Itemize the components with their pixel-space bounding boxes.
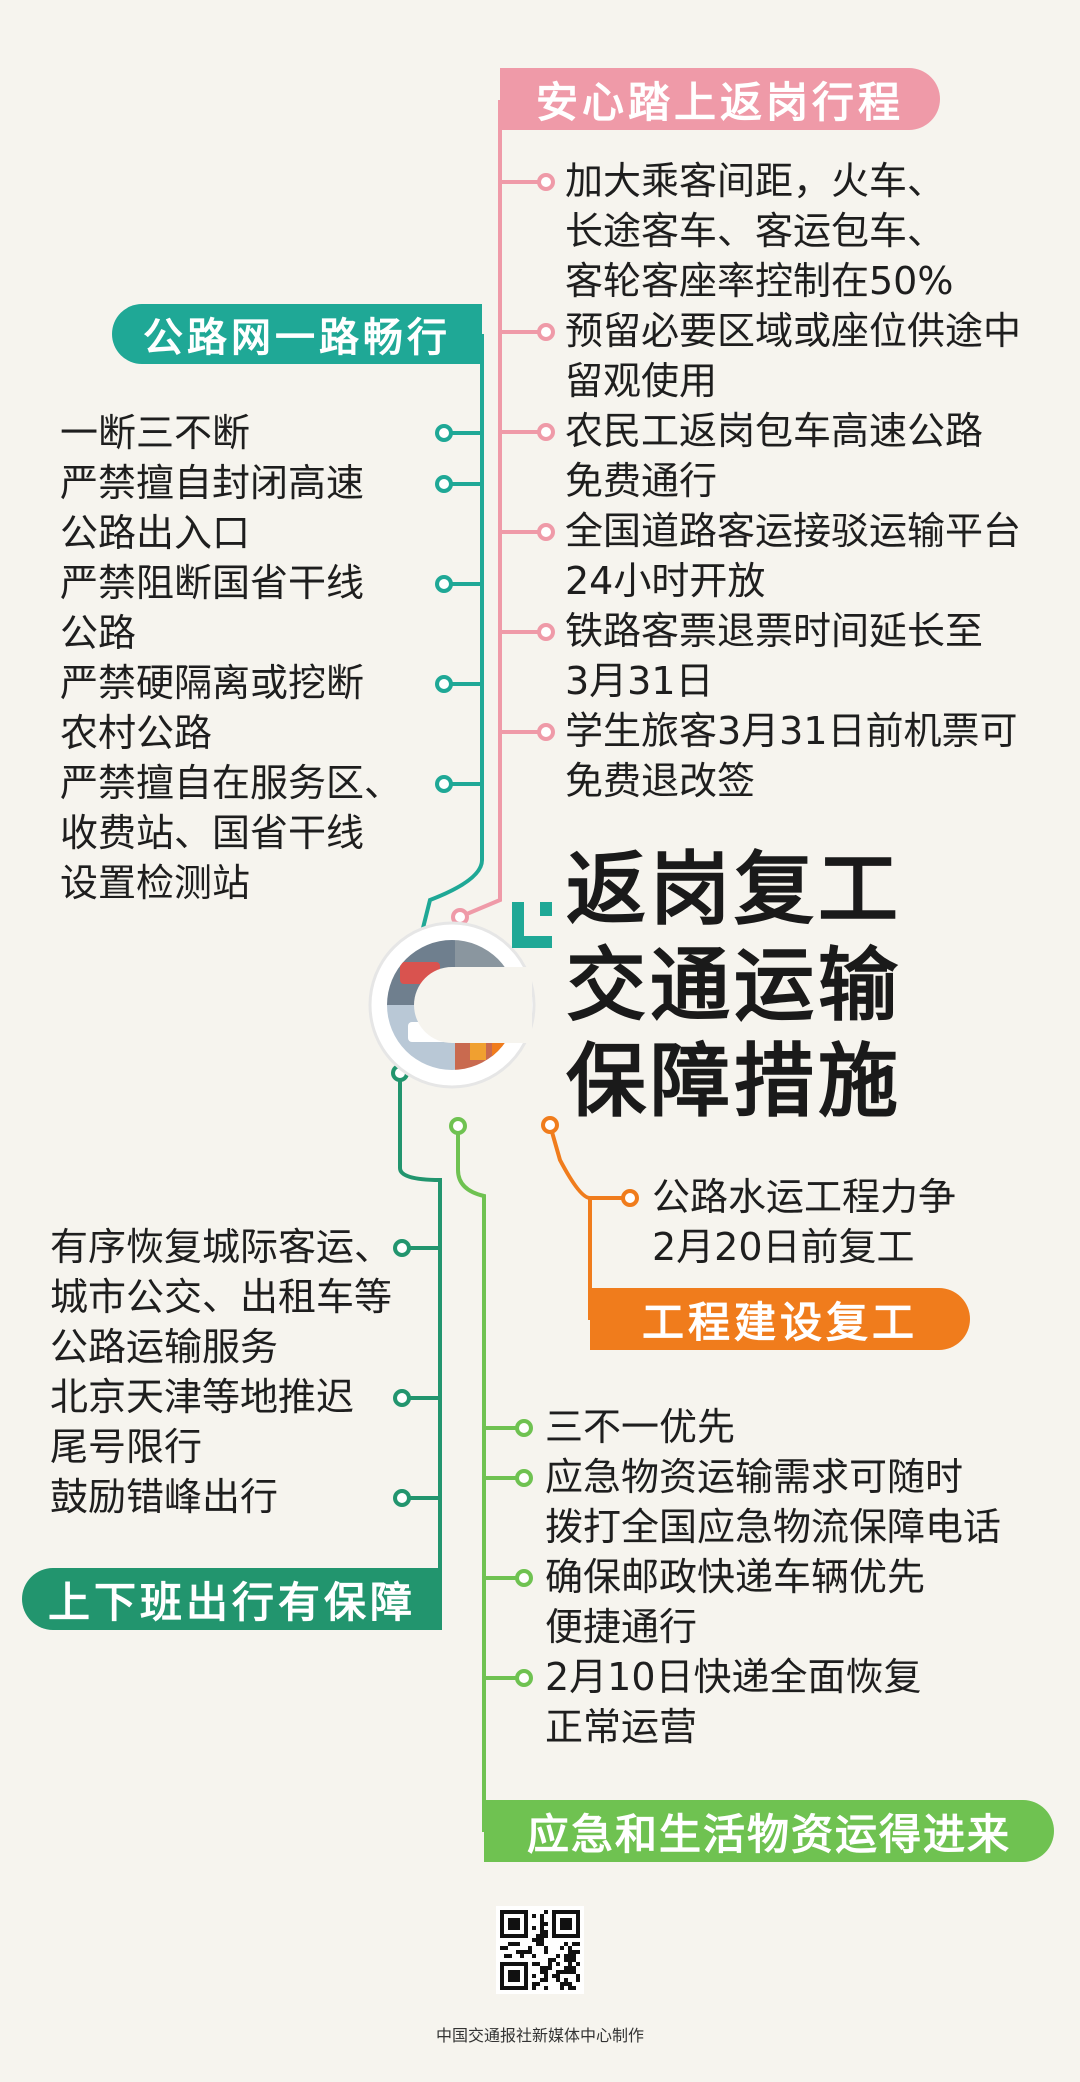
teal-item-5: 严禁擅自在服务区、 收费站、国省干线 设置检测站 bbox=[60, 761, 403, 905]
orange-node bbox=[621, 1189, 639, 1207]
corner-bracket-logo bbox=[512, 902, 552, 948]
pink-node bbox=[537, 623, 555, 641]
teal-node bbox=[435, 775, 453, 793]
light-green-item-4: 2月10日快递全面恢复 正常运营 bbox=[545, 1655, 922, 1749]
light-green-node bbox=[515, 1419, 533, 1437]
branch-label-pink: 安心踏上返岗行程 bbox=[500, 68, 940, 130]
light-green-end-node bbox=[449, 1117, 467, 1135]
title-line-1: 返岗复工 bbox=[566, 843, 902, 936]
orange-item-1: 公路水运工程力争 2月20日前复工 bbox=[652, 1175, 957, 1269]
teal-node bbox=[435, 475, 453, 493]
pink-node bbox=[537, 423, 555, 441]
teal-node bbox=[435, 575, 453, 593]
credit-text: 中国交通报社新媒体中心制作 bbox=[435, 2026, 644, 2045]
orange-end-node bbox=[541, 1116, 559, 1134]
light-green-item-2: 应急物资运输需求可随时 拨打全国应急物流保障电话 bbox=[545, 1455, 1002, 1549]
pink-node bbox=[537, 173, 555, 191]
pink-item-4: 全国道路客运接驳运输平台 24小时开放 bbox=[565, 509, 1022, 603]
light-green-item-3: 确保邮政快递车辆优先 便捷通行 bbox=[545, 1555, 926, 1649]
light-green-node bbox=[515, 1669, 533, 1687]
branch-label-light-green: 应急和生活物资运得进来 bbox=[484, 1800, 1054, 1862]
teal-node bbox=[435, 675, 453, 693]
teal-node bbox=[435, 424, 453, 442]
light-green-node bbox=[515, 1469, 533, 1487]
transport-photo-collage bbox=[368, 921, 536, 1089]
pink-item-2: 预留必要区域或座位供途中 留观使用 bbox=[565, 309, 1022, 403]
light-green-trunk-line bbox=[456, 1126, 486, 1832]
title-line-3: 保障措施 bbox=[566, 1035, 902, 1128]
pink-item-5: 铁路客票退票时间延长至 3月31日 bbox=[565, 609, 984, 703]
dark-green-item-2: 北京天津等地推迟 尾号限行 bbox=[50, 1375, 355, 1469]
pink-node bbox=[537, 723, 555, 741]
title-line-2: 交通运输 bbox=[566, 939, 902, 1032]
dark-green-item-3: 鼓励错峰出行 bbox=[50, 1475, 279, 1519]
dark-green-node bbox=[393, 1239, 411, 1257]
light-green-item-1: 三不一优先 bbox=[545, 1405, 736, 1449]
branch-label-teal: 公路网一路畅行 bbox=[112, 304, 482, 364]
teal-item-1: 一断三不断 bbox=[60, 411, 251, 455]
teal-trunk-line bbox=[418, 334, 484, 941]
pink-item-3: 农民工返岗包车高速公路 免费通行 bbox=[565, 409, 984, 503]
branch-label-dark-green: 上下班出行有保障 bbox=[22, 1568, 442, 1630]
dark-green-node bbox=[393, 1489, 411, 1507]
dark-green-item-1: 有序恢复城际客运、 城市公交、出租车等 公路运输服务 bbox=[50, 1225, 393, 1369]
pink-item-6: 学生旅客3月31日前机票可 免费退改签 bbox=[565, 709, 1018, 803]
teal-item-4: 严禁硬隔离或挖断 农村公路 bbox=[60, 661, 365, 755]
orange-trunk-line bbox=[548, 1124, 592, 1320]
pink-item-1: 加大乘客间距，火车、 长途客车、客运包车、 客轮客座率控制在50% bbox=[565, 159, 954, 303]
dark-green-node bbox=[393, 1389, 411, 1407]
branch-label-orange: 工程建设复工 bbox=[590, 1288, 970, 1350]
teal-item-3: 严禁阻断国省干线 公路 bbox=[60, 561, 365, 655]
qr-code-icon bbox=[496, 1906, 584, 1994]
pink-node bbox=[537, 323, 555, 341]
light-green-node bbox=[515, 1569, 533, 1587]
pink-trunk-line bbox=[461, 100, 502, 918]
teal-item-2: 严禁擅自封闭高速 公路出入口 bbox=[60, 461, 365, 555]
pink-node bbox=[537, 523, 555, 541]
dark-green-trunk-line bbox=[398, 1073, 442, 1600]
